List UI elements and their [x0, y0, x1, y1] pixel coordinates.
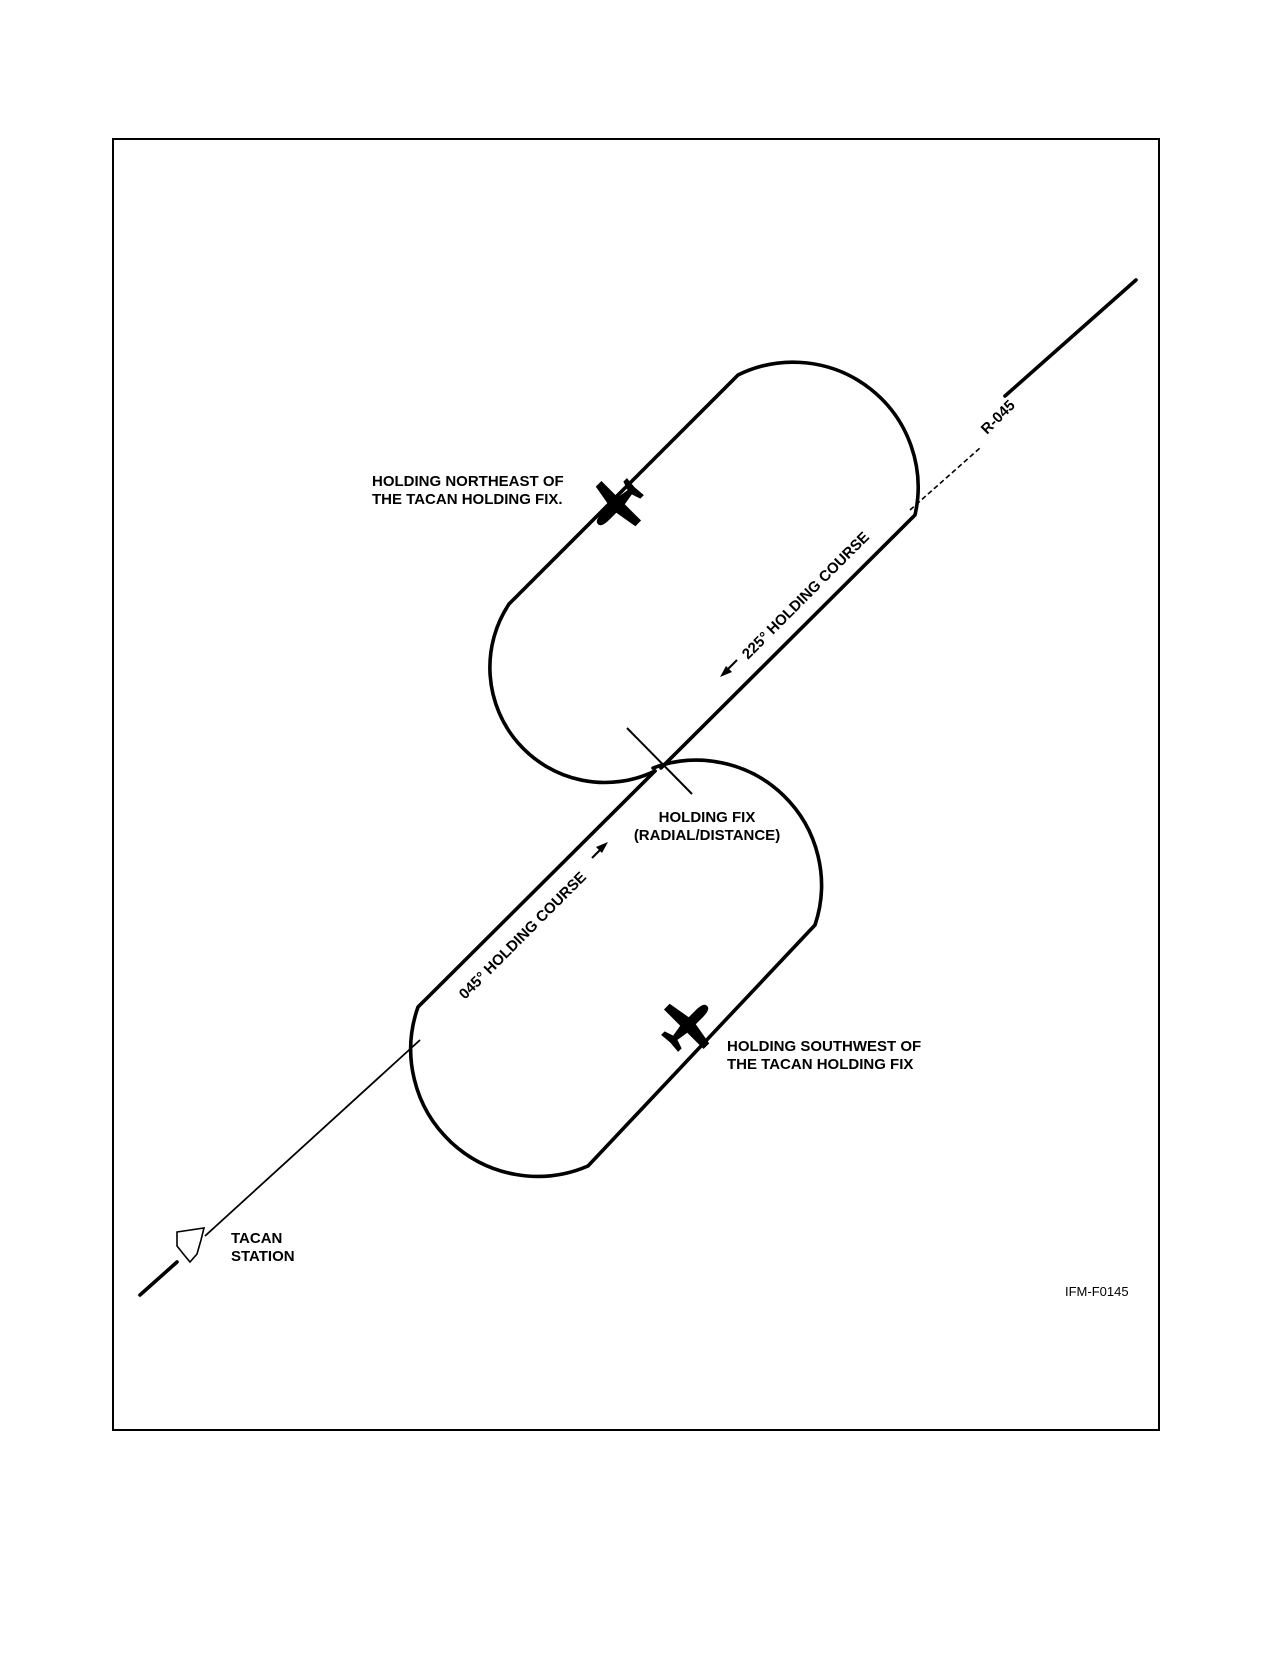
aircraft-icon: [649, 986, 727, 1064]
tacan-station-icon: [176, 1227, 206, 1264]
holding-pattern-southwest: [408, 758, 824, 1179]
radial-line-thin-segment: [204, 1039, 421, 1237]
sw-holding-label-line2: THE TACAN HOLDING FIX: [727, 1056, 913, 1073]
radial-line-ne-end: [1003, 278, 1138, 398]
course-arrow-icon: [591, 842, 608, 859]
figure-border: [112, 138, 1160, 1431]
aircraft-icon: [578, 466, 656, 544]
ne-holding-label-line1: HOLDING NORTHEAST OF: [372, 473, 564, 490]
course-045-label: 045° HOLDING COURSE: [456, 869, 590, 1003]
tacan-label-line2: STATION: [231, 1248, 295, 1265]
ne-holding-label-line2: THE TACAN HOLDING FIX.: [372, 491, 563, 508]
radial-label: R-045: [978, 397, 1019, 438]
holding-fix-label-line2: (RADIAL/DISTANCE): [634, 827, 780, 844]
holding-fix-mark: [626, 727, 693, 795]
holding-pattern-northeast: [488, 360, 920, 785]
holding-fix-label-line1: HOLDING FIX: [659, 809, 756, 826]
radial-line-sw-end: [138, 1260, 179, 1297]
course-arrow-icon: [720, 659, 738, 677]
tacan-label-line1: TACAN: [231, 1230, 282, 1247]
sw-holding-label-line1: HOLDING SOUTHWEST OF: [727, 1038, 921, 1055]
figure-id: IFM-F0145: [1065, 1284, 1129, 1299]
radial-line-dashed-segment: [909, 447, 981, 511]
course-225-label: 225° HOLDING COURSE: [739, 529, 873, 663]
